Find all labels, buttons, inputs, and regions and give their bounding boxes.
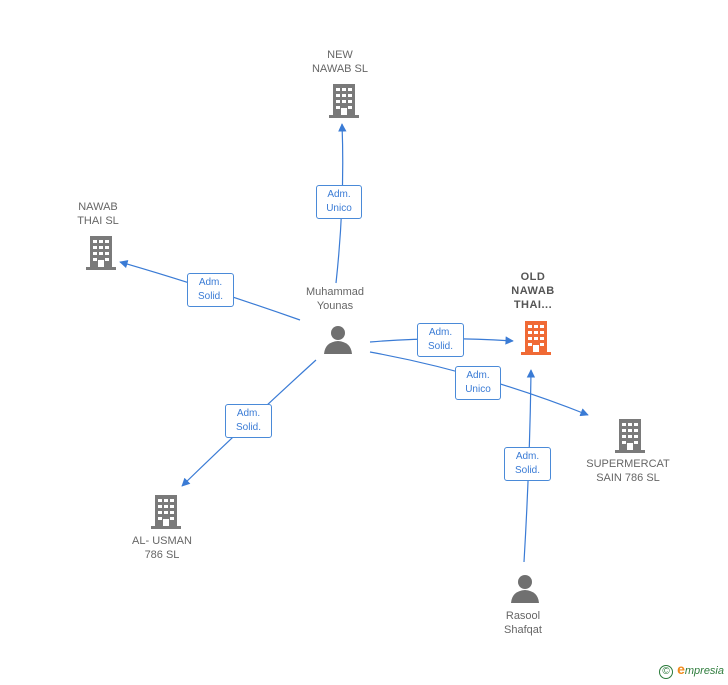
company-name-line: NAWAB xyxy=(78,201,118,213)
company-name-line: THAI SL xyxy=(77,215,119,227)
company-name-line: SAIN 786 SL xyxy=(596,472,660,484)
person-icon[interactable] xyxy=(510,574,540,604)
relation-badge-al-usman[interactable]: Adm. Solid. xyxy=(225,404,272,438)
relation-role: Adm. xyxy=(466,370,490,381)
building-icon[interactable] xyxy=(614,419,646,453)
person-name-line: Younas xyxy=(316,300,354,312)
person-name-line: Muhammad xyxy=(305,286,365,298)
brand-initial: e xyxy=(677,661,685,677)
relation-type: Solid. xyxy=(427,341,453,352)
relation-type: Unico xyxy=(326,203,352,214)
company-name-line: NAWAB SL xyxy=(311,63,369,75)
building-icon[interactable] xyxy=(150,495,182,529)
person-label-muhammad: Muhammad Younas xyxy=(290,285,380,313)
person-name-line: Rasool xyxy=(505,610,541,622)
relation-type: Solid. xyxy=(514,465,540,476)
company-name-line: 786 SL xyxy=(144,549,180,561)
company-label-old-nawab: OLD NAWAB THAI... xyxy=(493,270,573,312)
person-label-rasool: Rasool Shafqat xyxy=(483,609,563,637)
building-icon-highlighted[interactable] xyxy=(520,321,552,355)
relation-type: Solid. xyxy=(235,422,261,433)
company-name-line: THAI... xyxy=(513,299,553,311)
relation-type: Solid. xyxy=(197,291,223,302)
relation-badge-new-nawab[interactable]: Adm. Unico xyxy=(316,185,362,219)
relation-role: Adm. xyxy=(428,327,453,338)
relation-type: Unico xyxy=(465,384,491,395)
copyright-icon: © xyxy=(659,665,674,679)
building-icon[interactable] xyxy=(85,236,117,270)
company-label-nawab-thai: NAWAB THAI SL xyxy=(58,200,138,228)
company-label-al-usman: AL- USMAN 786 SL xyxy=(117,534,207,562)
person-name-line: Shafqat xyxy=(504,624,542,636)
company-name-line: OLD xyxy=(520,271,546,283)
person-icon[interactable] xyxy=(323,325,353,355)
relation-role: Adm. xyxy=(236,408,261,419)
company-label-new-nawab: NEW NAWAB SL xyxy=(300,48,380,76)
brand-name: mpresia xyxy=(684,665,724,677)
relation-badge-nawab-thai[interactable]: Adm. Solid. xyxy=(187,273,234,307)
relation-role: Adm. xyxy=(515,451,540,462)
company-name-line: AL- USMAN xyxy=(132,535,192,547)
company-name-line: NEW xyxy=(327,49,353,61)
company-name-line: SUPERMERCAT xyxy=(586,458,670,470)
relation-badge-supermercat[interactable]: Adm. Unico xyxy=(455,366,501,400)
relation-badge-rasool[interactable]: Adm. Solid. xyxy=(504,447,551,481)
building-icon[interactable] xyxy=(328,84,360,118)
company-name-line: NAWAB xyxy=(511,285,555,297)
relation-badge-old-nawab[interactable]: Adm. Solid. xyxy=(417,323,464,357)
relation-role: Adm. xyxy=(198,277,223,288)
empresia-watermark[interactable]: ©empresia xyxy=(659,661,724,679)
company-label-supermercat: SUPERMERCAT SAIN 786 SL xyxy=(578,457,678,485)
relation-role: Adm. xyxy=(327,189,351,200)
